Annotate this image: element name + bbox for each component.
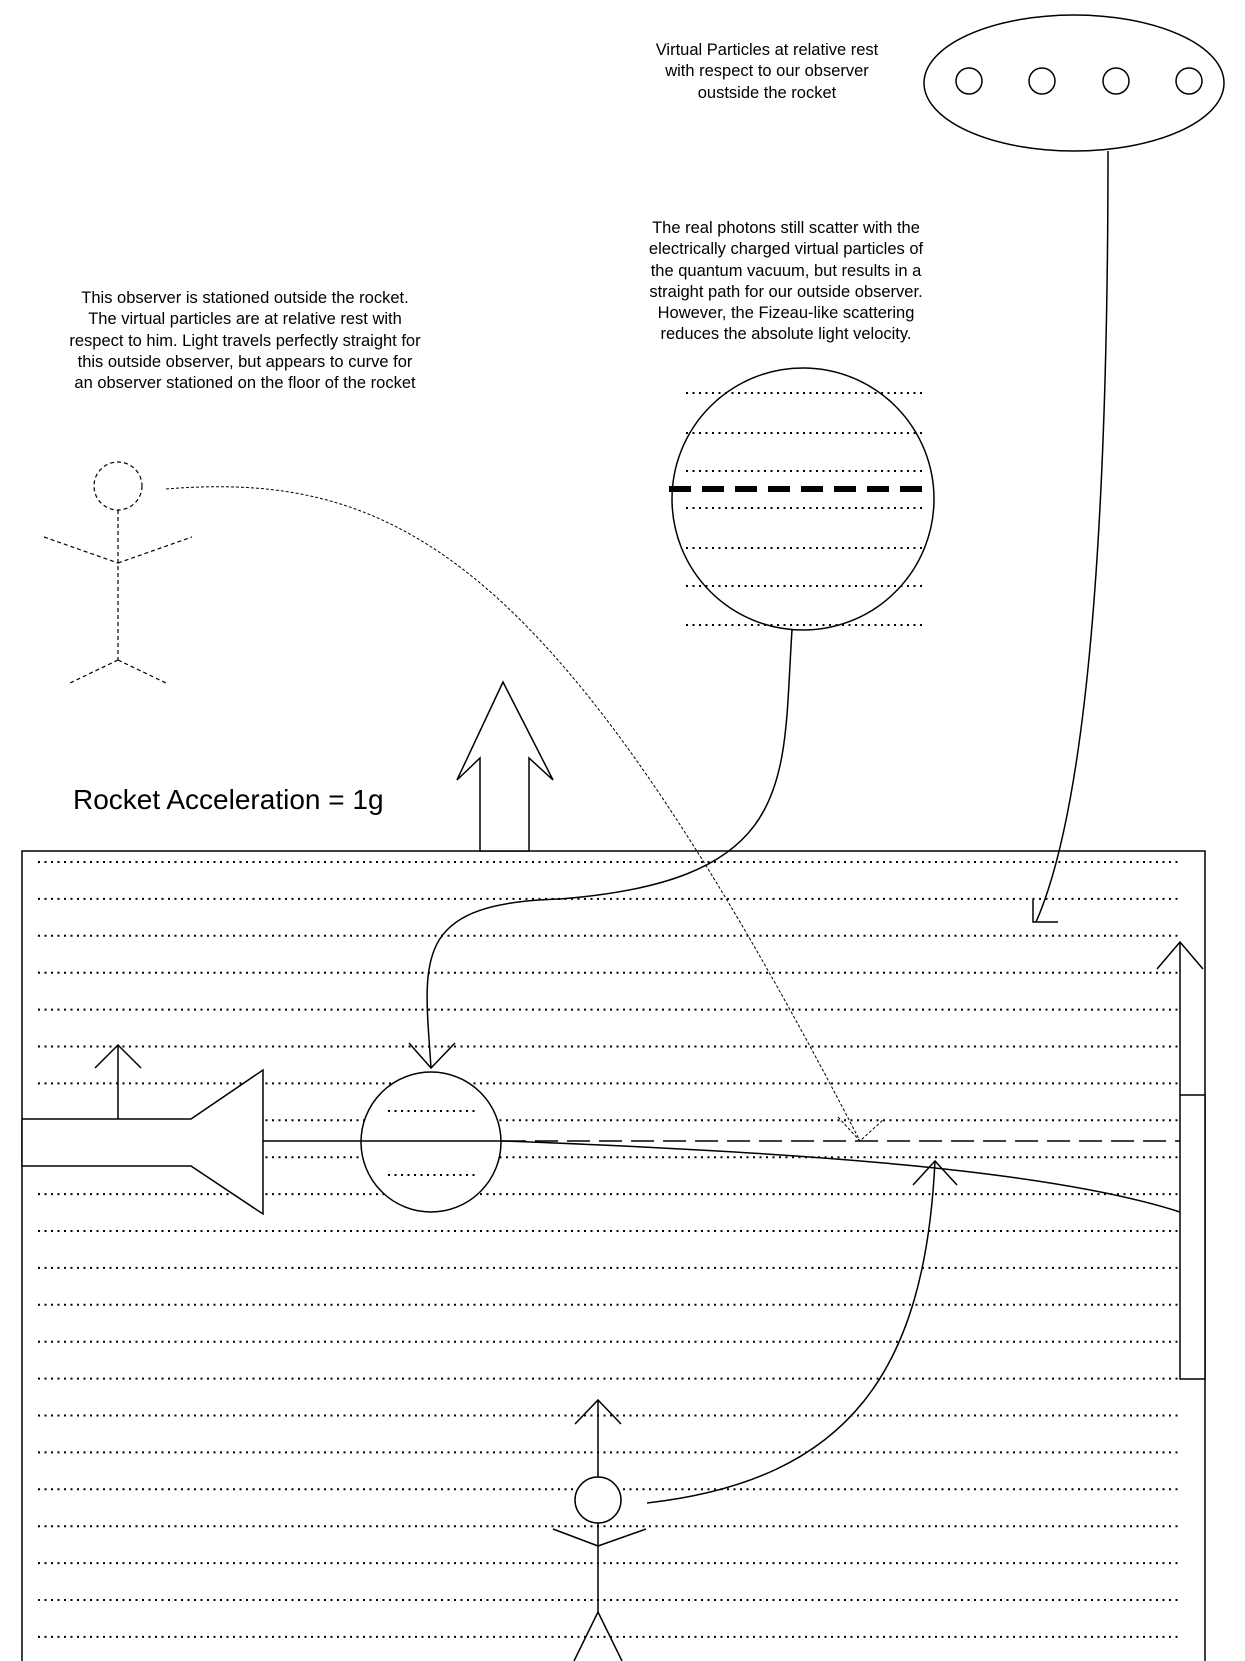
- outside-observer: [43, 461, 193, 684]
- acceleration-label: Rocket Acceleration = 1g: [73, 784, 384, 815]
- outside-observer-note-line: this outside observer, but appears to cu…: [77, 352, 413, 371]
- scatter-lens-large: [669, 367, 935, 631]
- scattering-note: The real photons still scatter with the …: [606, 218, 966, 346]
- scattering-note-line: electrically charged virtual particles o…: [648, 240, 924, 259]
- virtual-particles-note-line: with respect to our observer: [665, 62, 869, 81]
- inside-observer-pointer: [646, 1160, 936, 1504]
- virtual-particles-pointer: [1035, 150, 1109, 923]
- lens-pointer-head: [408, 1042, 456, 1070]
- light-source-up-arrow: [94, 1043, 142, 1119]
- light-source: [21, 1068, 264, 1216]
- scattering-note-line: However, the Fizeau-like scattering: [657, 304, 915, 323]
- outside-observer-note-line: respect to him. Light travels perfectly …: [69, 331, 421, 350]
- detector-up-arrow: [1156, 940, 1204, 1095]
- virtual-particles-note: Virtual Particles at relative rest with …: [612, 40, 922, 104]
- inside-observer-pointer-head: [912, 1159, 958, 1186]
- virtual-particles-callout: [923, 14, 1225, 152]
- scattering-note-line: straight path for our outside observer.: [649, 282, 923, 301]
- outside-observer-pointer-head: [837, 1116, 885, 1142]
- virtual-particles-note-line: oustside the rocket: [697, 83, 837, 102]
- inside-observer: [552, 1398, 647, 1661]
- scattering-note-line: the quantum vacuum, but results in a: [650, 261, 922, 280]
- lens-pointer: [426, 629, 793, 1069]
- scattering-note-line: reduces the absolute light velocity.: [660, 325, 912, 344]
- curved-light-path: [502, 1140, 1181, 1213]
- scatter-lens-small: [360, 1071, 503, 1213]
- virtual-particle-rows: [38, 861, 1180, 1638]
- scattering-note-line: The real photons still scatter with the: [652, 219, 920, 237]
- detector-panel: [1179, 1094, 1206, 1380]
- outside-observer-note-line: The virtual particles are at relative re…: [88, 310, 402, 329]
- outside-observer-note-line: This observer is stationed outside the r…: [81, 289, 409, 307]
- outside-observer-note: This observer is stationed outside the r…: [0, 288, 490, 394]
- virtual-particles-note-line: Virtual Particles at relative rest: [655, 41, 879, 59]
- virtual-particles-pointer-head: [1032, 899, 1058, 923]
- outside-observer-note-line: an observer stationed on the floor of th…: [74, 374, 416, 393]
- acceleration-arrow: [456, 680, 554, 852]
- outside-observer-pointer: [165, 486, 861, 1142]
